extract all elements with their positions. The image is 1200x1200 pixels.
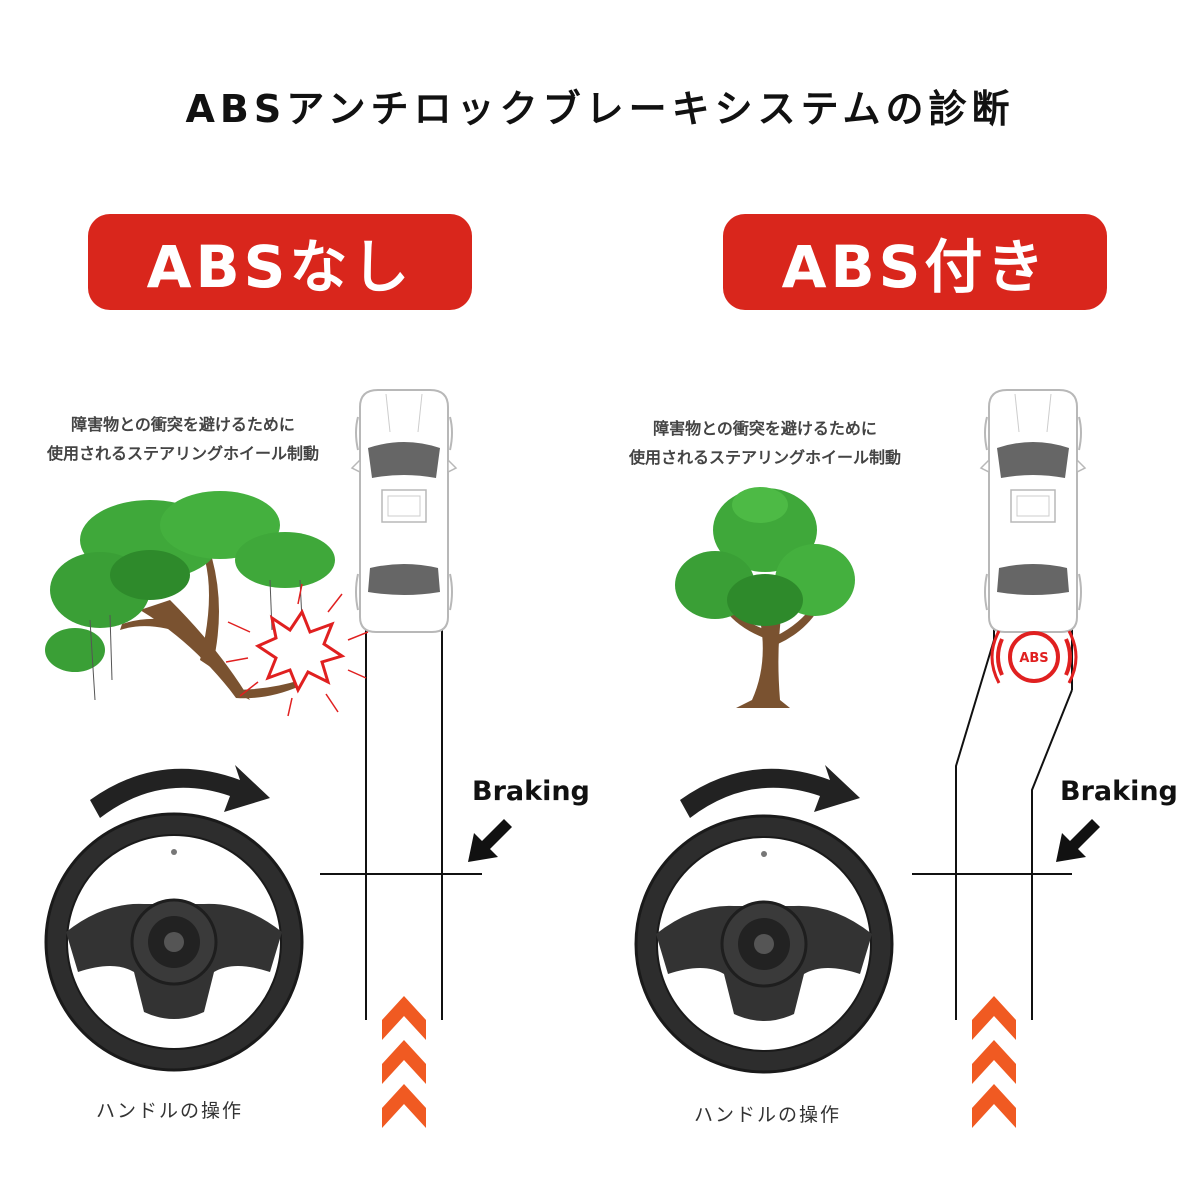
steering-wheel-icon <box>46 814 302 1070</box>
description-line-1: 障害物との衝突を避けるために <box>71 415 295 434</box>
page-title: ABSアンチロックブレーキシステムの診断 <box>185 87 1015 131</box>
left-panel-graphics <box>45 389 512 1128</box>
badge-without-abs: ABSなし <box>88 214 472 310</box>
car-top-view-icon <box>351 389 457 633</box>
crash-burst-icon <box>225 583 369 717</box>
braking-label-left: Braking <box>472 776 590 807</box>
description-without-abs: 障害物との衝突を避けるために 使用されるステアリングホイール制動 <box>8 410 358 468</box>
badge-with-abs: ABS付き <box>723 214 1107 310</box>
abs-indicator-label: ABS <box>1019 651 1048 666</box>
pointer-arrow-icon <box>1056 819 1100 862</box>
abs-warning-icon: ABS <box>990 630 1078 684</box>
curved-arrow-icon <box>90 765 270 818</box>
pointer-arrow-icon <box>468 819 512 862</box>
steering-caption-left: ハンドルの操作 <box>96 1100 244 1122</box>
steering-caption-right: ハンドルの操作 <box>694 1104 842 1126</box>
description-line-2: 使用されるステアリングホイール制動 <box>628 448 901 467</box>
braking-label-right: Braking <box>1060 776 1178 807</box>
description-line-2: 使用されるステアリングホイール制動 <box>46 444 319 463</box>
description-with-abs: 障害物との衝突を避けるために 使用されるステアリングホイール制動 <box>585 414 945 472</box>
road-line-left-swerve <box>955 639 995 1020</box>
description-line-1: 障害物との衝突を避けるために <box>653 419 877 438</box>
tree-icon <box>675 487 855 708</box>
road-line-right-swerve <box>1031 689 1073 1020</box>
steering-wheel-icon <box>636 816 892 1072</box>
forward-chevron-icon <box>382 996 426 1128</box>
forward-chevron-icon <box>972 996 1016 1128</box>
car-top-view-icon <box>980 389 1086 633</box>
right-panel-graphics: ABS <box>636 389 1100 1128</box>
curved-arrow-icon <box>680 765 860 818</box>
tree-icon <box>45 491 335 701</box>
